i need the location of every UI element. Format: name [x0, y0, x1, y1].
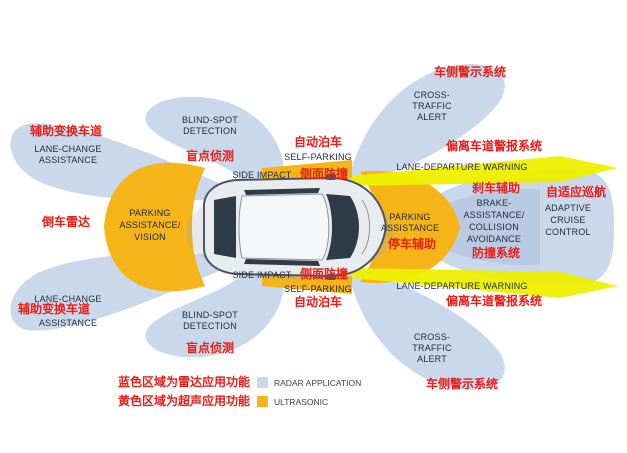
car-mirror-top [326, 174, 336, 180]
adaptive-cruise-cn: 自适应巡航 [546, 184, 606, 199]
legend-ultrasonic-swatch [257, 396, 268, 407]
adaptive-cruise-en-2: CRUISE [550, 215, 585, 225]
parking-rear-cn: 倒车雷达 [41, 214, 90, 229]
parking-front-en-2: ASSISTANCE [381, 223, 439, 233]
cross-traffic-top-en-3: ALERT [417, 112, 447, 122]
legend-radar-en: RADAR APPLICATION [274, 378, 361, 388]
cross-traffic-bottom-cn: 车侧警示系统 [426, 376, 498, 391]
lane-departure-bottom-en: LANE-DEPARTURE WARNING [396, 281, 527, 291]
parking-rear-en-3: VISION [134, 232, 166, 242]
blind-spot-bottom-en-1: BLIND-SPOT [182, 310, 238, 320]
cross-traffic-top-en-1: CROSS- [414, 90, 450, 100]
self-parking-bottom-cn: 自动泊车 [294, 294, 342, 309]
parking-front-en-1: PARKING [389, 212, 430, 222]
lane-change-bottom-en-1: LANE-CHANGE [34, 294, 101, 304]
lane-departure-top-cn: 偏离车道警报系统 [446, 138, 542, 153]
blind-spot-top-en-2: DETECTION [183, 126, 237, 136]
car-side-window-bottom [244, 259, 320, 266]
parking-front-cn: 停车辅助 [388, 236, 436, 251]
legend: 蓝色区域为雷达应用功能 RADAR APPLICATION 黄色区域为超声应用功… [118, 374, 361, 408]
lane-change-top-en-1: LANE-CHANGE [34, 144, 101, 154]
side-impact-bottom-en: SIDE IMPACT [232, 270, 291, 280]
car-rear-window [214, 196, 236, 258]
lane-departure-beam-top [352, 156, 618, 186]
brake-assist-en-4: AVOIDANCE [467, 234, 521, 244]
self-parking-bottom-en: SELF-PARKING [284, 284, 352, 294]
blind-spot-top-en-1: BLIND-SPOT [182, 115, 238, 125]
lane-departure-beams [352, 156, 618, 298]
self-parking-top-en: SELF-PARKING [284, 152, 352, 162]
side-impact-top-en: SIDE IMPACT [232, 170, 291, 180]
lane-change-top-en-2: ASSISTANCE [39, 155, 97, 165]
lane-change-bottom-cn: 辅助变换车道 [18, 301, 90, 316]
blind-spot-zone-top [145, 96, 284, 186]
parking-rear-en-2: ASSISTANCE/ [119, 220, 180, 230]
lane-change-top-cn: 辅助变换车道 [30, 123, 102, 138]
car-windshield [326, 194, 359, 260]
adaptive-cruise-en-1: ADAPTIVE [545, 203, 591, 213]
side-impact-bottom-cn: 侧面防撞 [300, 266, 348, 281]
adaptive-cruise-en-3: CONTROL [545, 227, 590, 237]
blind-spot-top-cn: 盲点侦测 [186, 148, 234, 163]
brake-assist-en-1: BRAKE- [477, 198, 512, 208]
cross-traffic-top-cn: 车侧警示系统 [434, 64, 506, 79]
cross-traffic-bottom-en-3: ALERT [417, 354, 447, 364]
rear-parking-zone [104, 162, 205, 292]
lane-departure-bottom-cn: 偏离车道警报系统 [446, 293, 542, 308]
brake-assist-cn-top: 刹车辅助 [472, 180, 520, 195]
cross-traffic-top-en-2: TRAFFIC [412, 101, 452, 111]
brake-assist-en-2: ASSISTANCE/ [463, 210, 524, 220]
brake-assist-zone [440, 188, 540, 266]
brake-assist-en-3: COLLISION [469, 222, 519, 232]
cross-traffic-zone-bottom [348, 266, 505, 390]
legend-radar-swatch [257, 377, 268, 388]
lane-departure-top-en: LANE-DEPARTURE WARNING [396, 162, 527, 172]
lane-departure-beam-bottom [352, 268, 618, 298]
cross-traffic-zone-top [348, 64, 505, 188]
blind-spot-bottom-en-2: DETECTION [183, 321, 237, 331]
labels: 辅助变换车道 LANE-CHANGE ASSISTANCE LANE-CHANG… [18, 64, 606, 391]
legend-ultrasonic-en: ULTRASONIC [274, 397, 328, 407]
blind-spot-bottom-cn: 盲点侦测 [186, 340, 234, 355]
side-impact-top-cn: 侧面防撞 [300, 166, 348, 181]
cross-traffic-bottom-en-1: CROSS- [414, 332, 450, 342]
brake-assist-cn-bottom: 防撞系统 [472, 245, 520, 260]
legend-radar-cn: 蓝色区域为雷达应用功能 [118, 374, 250, 389]
car-mirror-bottom [326, 274, 336, 280]
car-top-view [186, 174, 394, 280]
car-roof [238, 193, 330, 261]
blind-spot-zone-bottom [145, 268, 284, 358]
front-parking-zone [360, 171, 460, 283]
legend-ultrasonic-cn: 黄色区域为超声应用功能 [118, 393, 250, 408]
cross-traffic-bottom-en-2: TRAFFIC [412, 343, 452, 353]
car-side-window-top [244, 188, 320, 195]
self-parking-top-cn: 自动泊车 [294, 134, 342, 149]
parking-rear-en-1: PARKING [129, 208, 170, 218]
lane-change-bottom-en-2: ASSISTANCE [39, 318, 97, 328]
car-hood-line [361, 199, 370, 255]
